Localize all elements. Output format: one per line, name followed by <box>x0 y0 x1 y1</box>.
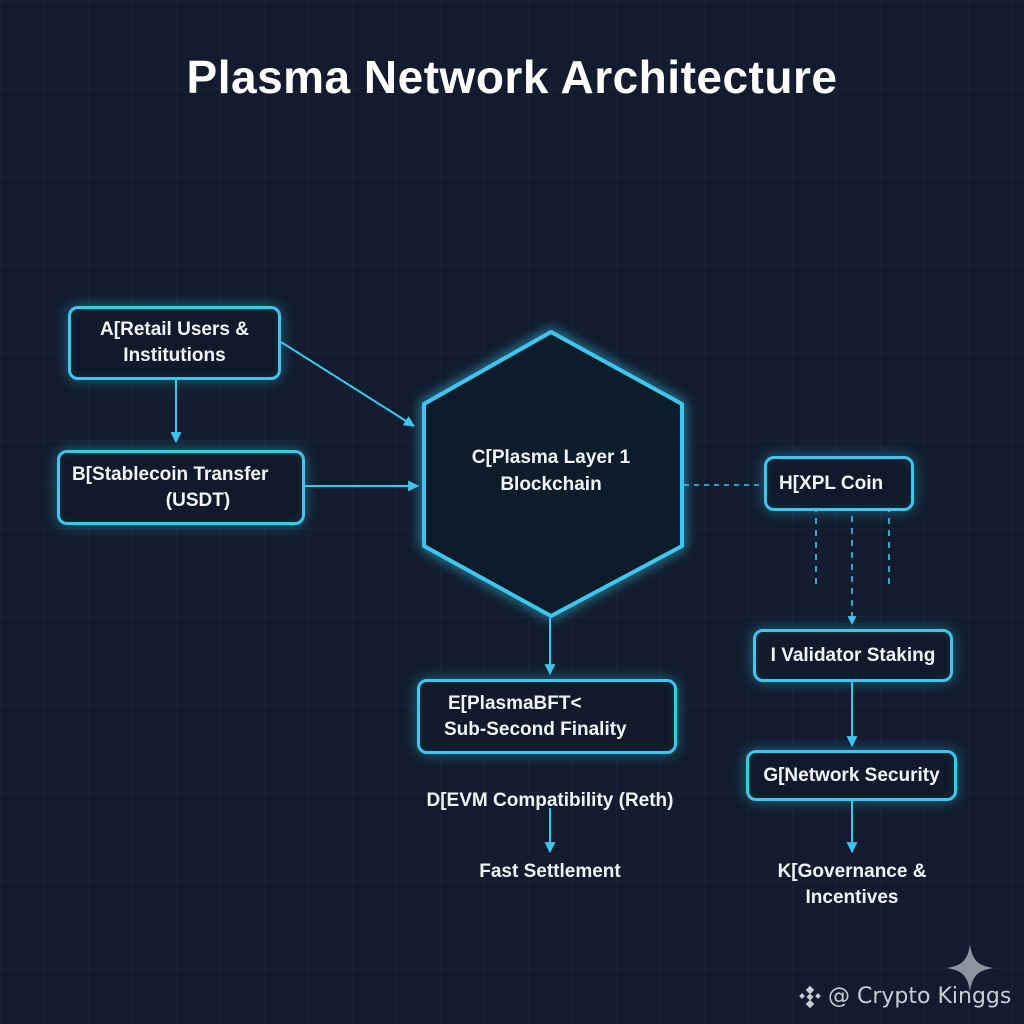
node-b-line2: (USDT) <box>165 489 231 511</box>
node-e-line2: Sub-Second Finality <box>444 718 627 740</box>
watermark-text: @ Crypto Kinggs <box>828 984 1012 1009</box>
sparkle-star-icon <box>946 944 994 992</box>
node-a-line1: A[Retail Users & <box>100 319 249 340</box>
node-k-line1: K[Governance & <box>777 861 927 882</box>
node-i-validator-staking[interactable]: I Validator Staking <box>753 629 953 682</box>
node-a-line2: Institutions <box>123 345 226 366</box>
node-g-network-security[interactable]: G[Network Security <box>746 750 957 801</box>
edge-a-to-c <box>280 341 415 427</box>
node-h-line1: H[XPL Coin <box>779 472 884 494</box>
node-b-stablecoin-transfer[interactable]: B[Stablecoin Transfer (USDT) <box>57 450 305 525</box>
node-fast-settlement[interactable]: Fast Settlement <box>479 861 621 882</box>
node-g-line1: G[Network Security <box>763 764 940 786</box>
node-c-label: C[Plasma Layer 1 Blockchain <box>420 444 682 498</box>
binance-diamond-icon <box>799 985 821 1008</box>
node-e-plasmabft[interactable]: E[PlasmaBFT< Sub-Second Finality <box>417 679 677 754</box>
hexagon-node-c[interactable] <box>422 330 684 618</box>
node-e-line1: E[PlasmaBFT< <box>448 692 582 714</box>
node-i-line1: I Validator Staking <box>770 644 936 666</box>
page-title: Plasma Network Architecture <box>186 51 838 103</box>
node-h-xpl-coin[interactable]: H[XPL Coin <box>764 456 914 511</box>
node-a-retail-users[interactable]: A[Retail Users & Institutions <box>68 306 281 380</box>
node-k-line2: Incentives <box>805 887 899 908</box>
node-k-governance[interactable]: K[Governance & Incentives <box>752 859 952 911</box>
watermark: @ Crypto Kinggs <box>798 984 1011 1009</box>
node-c-line2: Blockchain <box>500 474 602 495</box>
node-b-line1: B[Stablecoin Transfer <box>72 463 269 485</box>
node-c-line1: C[Plasma Layer 1 <box>471 447 631 468</box>
node-d-evm-compatibility[interactable]: D[EVM Compatibility (Reth) <box>426 790 674 811</box>
